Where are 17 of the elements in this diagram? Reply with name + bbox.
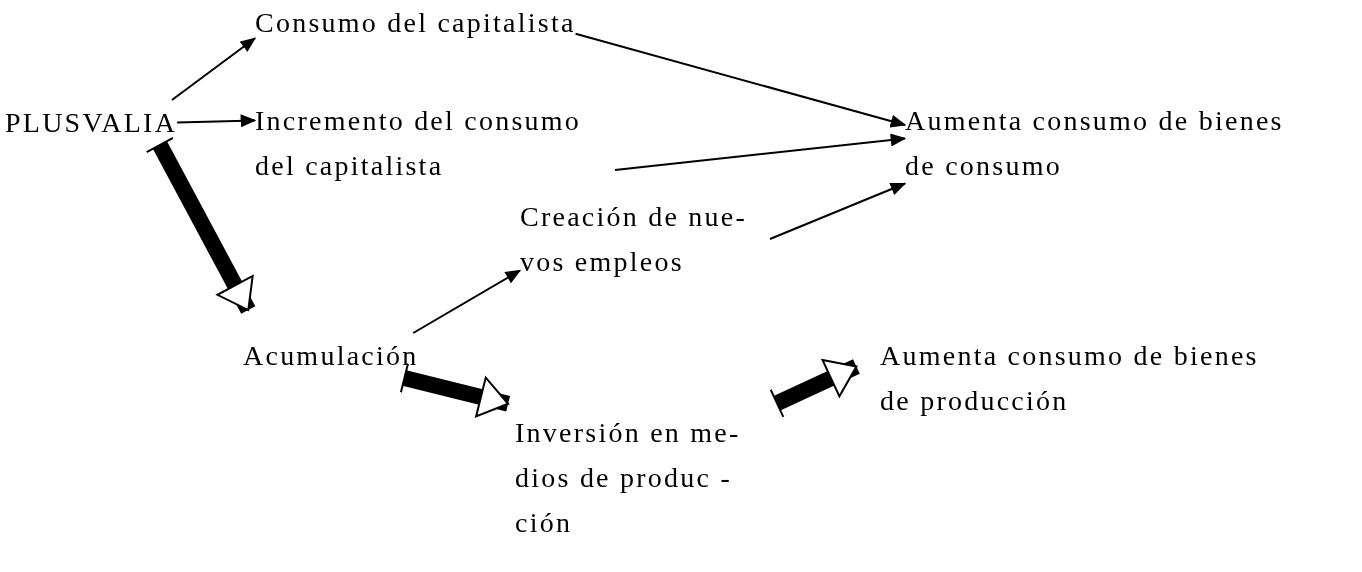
node-label: Incremento del consumo del capitalista <box>255 104 583 183</box>
node-label: Aumenta consumo de bienes de producción <box>880 339 1260 418</box>
arrow <box>170 37 257 101</box>
block-arrow <box>399 362 511 418</box>
block-arrow <box>145 136 256 314</box>
block-arrow <box>769 359 860 418</box>
arrow <box>176 114 257 128</box>
node-label: Acumulación <box>243 339 419 373</box>
node-label: PLUSVALIA <box>5 106 178 140</box>
node-label: Creación de nue- vos empleos <box>520 200 749 279</box>
arrow <box>412 269 522 334</box>
arrow <box>769 182 907 240</box>
node-label: Aumenta consumo de bienes de consumo <box>905 104 1285 183</box>
arrow <box>574 32 907 128</box>
arrow <box>614 133 907 171</box>
node-label: Consumo del capitalista <box>255 6 576 40</box>
node-label: Inversión en me- dios de produc - ción <box>515 416 742 540</box>
